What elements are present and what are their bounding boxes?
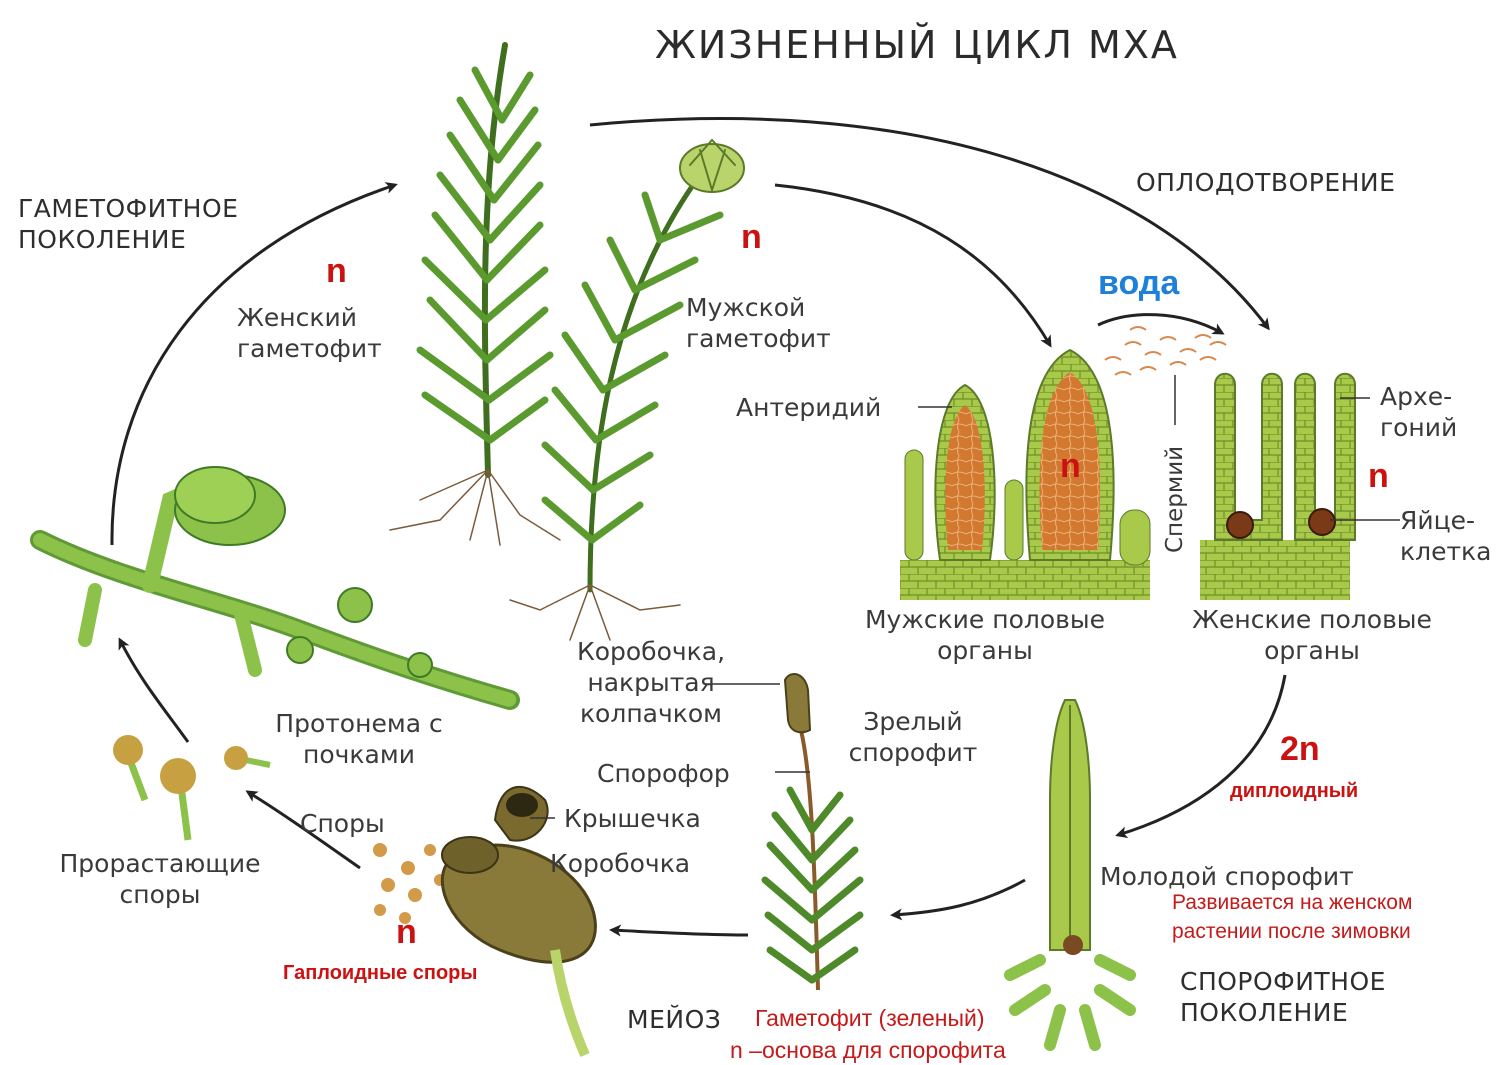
- capsule-with-cap-label: Коробочка, накрытая колпачком: [576, 637, 726, 728]
- water-label: вода: [1098, 264, 1180, 302]
- arrow-capsule-to-spores: [245, 790, 361, 870]
- antheridium-label: Антеридий: [736, 393, 882, 422]
- sporophore-label: Спорофор: [597, 759, 730, 788]
- cycle-arrows: [110, 117, 1287, 937]
- gametophyte-green-note: Гаметофит (зеленый): [755, 1005, 985, 1031]
- ploidy-n-spores: n: [396, 913, 417, 951]
- develops-on-female-note: Развивается на женском растении после зи…: [1172, 891, 1413, 943]
- haploid-spores-label: Гаплоидные споры: [283, 962, 478, 984]
- sperm-cloud-illustration: [1104, 326, 1227, 376]
- meiosis-label: МЕЙОЗ: [627, 1005, 722, 1034]
- gametophyte-generation-label: ГАМЕТОФИТНОЕ ПОКОЛЕНИЕ: [18, 194, 239, 254]
- ploidy-n-antheridium: n: [1060, 447, 1081, 485]
- spores-dots: [373, 843, 446, 924]
- arrow-gametophyte-to-fertilization: [589, 117, 1270, 331]
- arrow-protonema-to-gametophyte: [110, 182, 398, 546]
- male-sex-organs-illustration: [900, 348, 1151, 600]
- arrow-water: [1097, 313, 1225, 335]
- fertilization-label: ОПЛОДОТВОРЕНИЕ: [1136, 168, 1396, 197]
- ploidy-n-archegonium: n: [1368, 457, 1389, 495]
- spores-label: Споры: [300, 809, 385, 838]
- female-sex-organs-label: Женские половые органы: [1192, 605, 1432, 665]
- female-gametophyte-plant: [389, 42, 561, 546]
- female-gametophyte-label: Женский гаметофит: [237, 303, 382, 363]
- archegonium-label: Архе- гоний: [1380, 382, 1458, 442]
- arrow-young-to-mature-sporophyte: [890, 878, 1026, 921]
- ploidy-n-female-gametophyte: n: [326, 252, 347, 290]
- label-pointer-lines: [530, 397, 1400, 819]
- male-sex-organs-label: Мужские половые органы: [864, 605, 1106, 665]
- protonema-with-buds: [30, 466, 520, 710]
- ploidy-n-male-gametophyte: n: [741, 218, 762, 256]
- male-gametophyte-label: Мужской гаметофит: [686, 293, 831, 353]
- basis-for-sporophyte-note: n –основа для спорофита: [730, 1037, 1006, 1063]
- mature-sporophyte-label: Зрелый спорофит: [848, 707, 978, 767]
- protonema-label: Протонема с почками: [275, 709, 443, 769]
- young-sporophyte-label: Молодой спорофит: [1100, 862, 1354, 891]
- germinating-spores-illustration: [113, 735, 271, 841]
- ploidy-2n-sporophyte: 2n: [1280, 730, 1320, 768]
- capsule-label: Коробочка: [550, 849, 691, 878]
- mature-sporophyte-illustration: [761, 673, 864, 991]
- arrow-female-organs-to-young-sporophyte: [1115, 674, 1287, 839]
- female-sex-organs-illustration: [1200, 372, 1356, 600]
- diploid-label: диплоидный: [1230, 780, 1359, 802]
- male-gametophyte-plant: [509, 138, 745, 641]
- lid-label: Крышечка: [564, 804, 701, 833]
- diagram-title: ЖИЗНЕННЫЙ ЦИКЛ МХА: [655, 23, 1179, 67]
- germinating-spores-label: Прорастающие споры: [59, 849, 261, 909]
- arrow-sporophyte-to-capsule: [609, 924, 749, 937]
- egg-cell-label: Яйце- клетка: [1400, 506, 1492, 566]
- arrow-male-to-antheridium: [774, 183, 1052, 348]
- young-sporophyte-illustration: [1004, 699, 1136, 1051]
- sperm-label: Спермий: [1162, 445, 1188, 553]
- sporophyte-generation-label: СПОРОФИТНОЕ ПОКОЛЕНИЕ: [1180, 967, 1386, 1027]
- open-capsule-illustration: [440, 785, 597, 1057]
- arrow-spores-to-protonema: [118, 637, 190, 743]
